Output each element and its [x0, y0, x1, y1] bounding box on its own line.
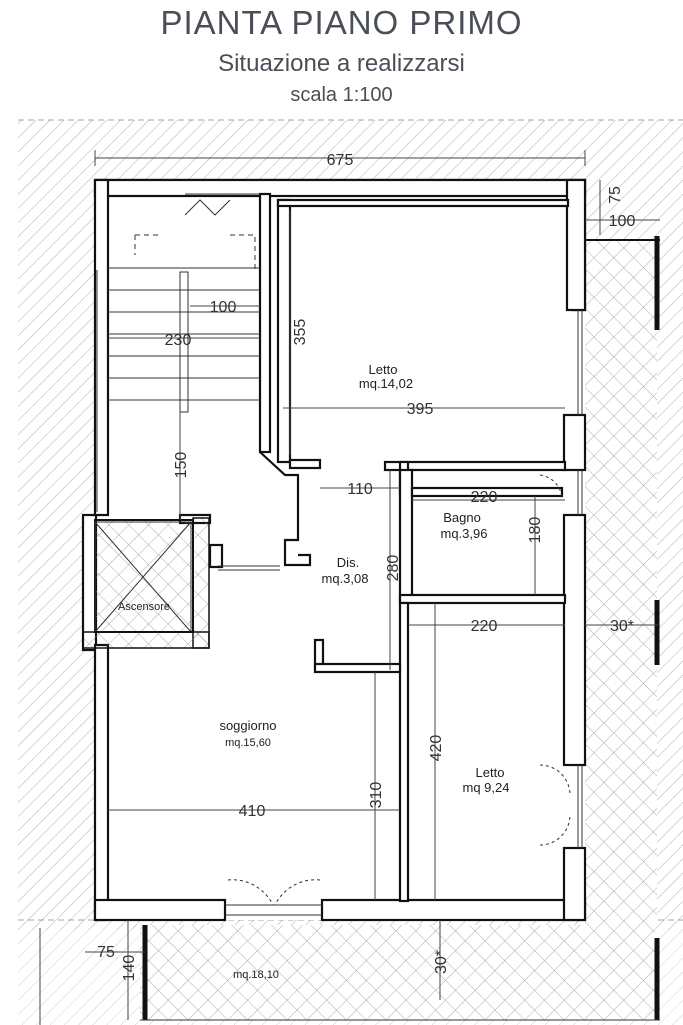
dim-bottom-75: 75: [97, 944, 115, 961]
dim-dis-280: 280: [385, 555, 402, 582]
room-labels: Letto mq.14,02 Bagno mq.3,96 Dis. mq.3,0…: [219, 362, 509, 981]
dim-letto2-height: 420: [428, 735, 445, 762]
letto2-name: Letto: [476, 765, 505, 780]
soggiorno-area: mq.15,60: [225, 737, 271, 749]
dim-soggiorno-410: 410: [239, 803, 266, 820]
dim-bagno-width: 220: [471, 489, 498, 506]
bagno-area: mq.3,96: [441, 526, 488, 541]
bagno-name: Bagno: [443, 510, 481, 525]
letto2-area: mq 9,24: [463, 780, 510, 795]
dimension-labels: 675 75 100 355 395 100 230 150 110 220 1…: [97, 152, 635, 981]
dimension-lines: [39, 150, 660, 1025]
dim-bagno-height: 180: [527, 517, 544, 544]
dim-balcony-side: 30*: [610, 618, 634, 635]
dim-balcony-bottom: 30*: [433, 950, 450, 974]
dim-letto1-height: 355: [292, 319, 309, 346]
dim-balcony-width: 100: [609, 213, 636, 230]
interior-walls: [178, 192, 570, 903]
balcony-bottom: [140, 925, 660, 1021]
dim-soggiorno-310: 310: [368, 782, 385, 809]
balcone-area: mq.18,10: [233, 969, 279, 981]
dim-overall-width: 675: [327, 152, 354, 169]
letto1-area: mq.14,02: [359, 376, 413, 391]
dim-letto2-width: 220: [471, 618, 498, 635]
dim-stair-100: 100: [210, 299, 237, 316]
plan-title: PIANTA PIANO PRIMO: [160, 4, 523, 41]
elevator-label: Ascensore: [118, 601, 170, 613]
dim-landing-150: 150: [173, 452, 190, 479]
balcony-side: [585, 236, 660, 930]
dim-letto1-width: 395: [407, 401, 434, 418]
plan-subtitle: Situazione a realizzarsi: [218, 50, 465, 77]
dim-balcony-offset: 75: [607, 186, 624, 204]
letto1-name: Letto: [369, 362, 398, 377]
openings: [208, 310, 583, 916]
plan-scale: scala 1:100: [290, 84, 393, 106]
outer-walls: [81, 178, 587, 922]
dim-bottom-140: 140: [121, 955, 138, 982]
staircase: [96, 193, 260, 512]
dis-name: Dis.: [337, 555, 359, 570]
elevator-shaft: Ascensore: [82, 517, 210, 649]
dim-stair-230: 230: [165, 332, 192, 349]
dis-area: mq.3,08: [322, 571, 369, 586]
dim-dis-110: 110: [347, 481, 373, 498]
soggiorno-name: soggiorno: [219, 718, 276, 733]
